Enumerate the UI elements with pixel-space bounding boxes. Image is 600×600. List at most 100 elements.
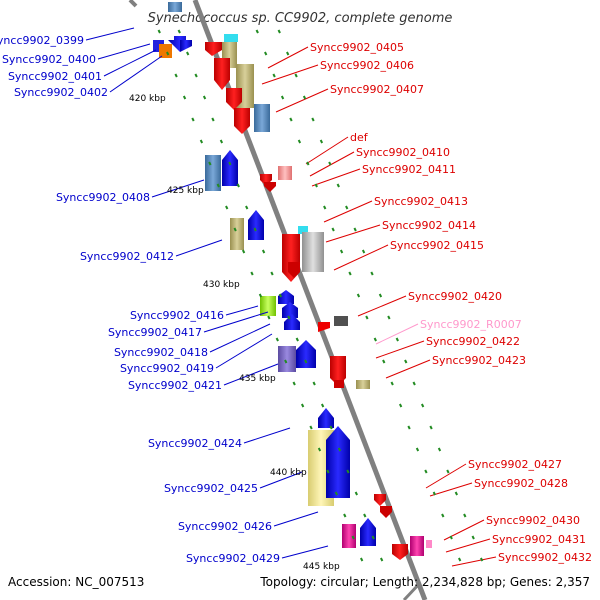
gene-block-0406a[interactable] — [214, 58, 230, 90]
tick-dot — [463, 513, 467, 518]
right-connector-syncc9902-0422 — [375, 340, 425, 359]
scale-label-440-kbp: 440 kbp — [270, 468, 307, 478]
gene-block-0420[interactable] — [318, 322, 330, 332]
tick-dot — [297, 139, 302, 144]
gene-label-syncc9902-0430[interactable]: Syncc9902_0430 — [486, 514, 580, 527]
tick-dot — [277, 29, 281, 34]
gene-label-syncc9902-0415[interactable]: Syncc9902_0415 — [390, 239, 484, 252]
tick-dot — [275, 337, 279, 342]
gene-label-syncc9902-0426[interactable]: Syncc9902_0426 — [178, 520, 272, 533]
tick-dot — [157, 29, 161, 34]
gene-label-syncc9902-0431[interactable]: Syncc9902_0431 — [492, 533, 586, 546]
gene-label-syncc9902-0419[interactable]: Syncc9902_0419 — [120, 362, 214, 375]
gene-block-0423[interactable] — [356, 380, 370, 389]
scale-label-445-kbp: 445 kbp — [303, 562, 340, 572]
gene-block-0427[interactable] — [374, 494, 386, 506]
gene-block-0401[interactable] — [153, 40, 164, 52]
tick-dot — [320, 403, 325, 408]
gene-label-syncc9902-0408[interactable]: Syncc9902_0408 — [56, 191, 150, 204]
gene-label-syncc9902-0429[interactable]: Syncc9902_0429 — [186, 552, 280, 565]
gene-label-syncc9902-0421[interactable]: Syncc9902_0421 — [128, 379, 222, 392]
left-connector-syncc9902-0426 — [273, 511, 319, 527]
gene-block-0422[interactable] — [330, 356, 346, 386]
gene-label-syncc9902-0417[interactable]: Syncc9902_0417 — [108, 326, 202, 339]
tick-dot — [441, 513, 445, 518]
gene-label-syncc9902-0424[interactable]: Syncc9902_0424 — [148, 437, 242, 450]
gene-label-syncc9902-0420[interactable]: Syncc9902_0420 — [408, 290, 502, 303]
gene-block-0407b[interactable] — [234, 108, 250, 134]
gene-label-syncc9902-0411[interactable]: Syncc9902_0411 — [362, 163, 456, 176]
gene-block-0402b[interactable] — [180, 40, 192, 52]
gene-block-0412[interactable] — [248, 210, 264, 240]
gene-block-0429[interactable] — [360, 518, 376, 546]
gene-label-syncc9902-0405[interactable]: Syncc9902_0405 — [310, 41, 404, 54]
tick-dot — [370, 271, 374, 276]
gene-block-0424[interactable] — [318, 408, 334, 428]
tick-dot — [323, 205, 327, 210]
gene-label-syncc9902-0428[interactable]: Syncc9902_0428 — [474, 477, 568, 490]
right-connector-syncc9902-0405 — [267, 46, 309, 69]
gene-block-0405a[interactable] — [205, 42, 222, 56]
gene-block-0408[interactable] — [222, 150, 238, 186]
tick-dot — [272, 73, 276, 78]
gene-label-syncc9902-0399[interactable]: Syncc9902_0399 — [0, 34, 84, 47]
gene-block-0415b[interactable] — [288, 262, 300, 278]
gene-block-R0007[interactable] — [334, 316, 348, 326]
gene-label-syncc9902-0423[interactable]: Syncc9902_0423 — [432, 354, 526, 367]
gene-block-0422b[interactable] — [334, 380, 344, 388]
gene-block-0416a[interactable] — [278, 290, 294, 304]
gene-label-syncc9902-0427[interactable]: Syncc9902_0427 — [468, 458, 562, 471]
left-connector-syncc9902-0421 — [223, 363, 279, 386]
gene-block-0412a[interactable] — [230, 218, 244, 250]
gene-label-syncc9902-0400[interactable]: Syncc9902_0400 — [2, 53, 96, 66]
gene-block-0414[interactable] — [302, 232, 324, 272]
gene-label-syncc9902-0416[interactable]: Syncc9902_0416 — [130, 309, 224, 322]
tick-dot — [228, 161, 232, 166]
tick-dot — [199, 139, 204, 144]
gene-label-syncc9902-r0007[interactable]: Syncc9902_R0007 — [420, 318, 522, 331]
gene-block-0426[interactable] — [342, 524, 356, 548]
gene-block-0417[interactable] — [282, 302, 298, 318]
gene-block-0425[interactable] — [326, 426, 350, 498]
tick-dot — [343, 513, 347, 518]
gene-label-syncc9902-0418[interactable]: Syncc9902_0418 — [114, 346, 208, 359]
gene-label-syncc9902-0406[interactable]: Syncc9902_0406 — [320, 59, 414, 72]
gene-block-0411[interactable] — [264, 182, 276, 192]
gene-block-cyan-top[interactable] — [224, 34, 238, 42]
gene-block-0419[interactable] — [278, 346, 296, 372]
gene-block-0407a[interactable] — [226, 88, 242, 110]
gene-block-0432[interactable] — [426, 540, 432, 548]
tick-dot — [245, 205, 249, 210]
gene-block-0398[interactable] — [168, 2, 182, 12]
tick-dot — [314, 183, 318, 188]
gene-block-0402[interactable] — [159, 44, 172, 58]
right-connector-syncc9902-0411 — [311, 168, 361, 187]
gene-block-0421[interactable] — [296, 340, 316, 368]
gene-block-0416[interactable] — [260, 296, 276, 316]
gene-label-syncc9902-0432[interactable]: Syncc9902_0432 — [498, 551, 592, 564]
gene-label-def[interactable]: def — [350, 131, 369, 144]
gene-block-0428[interactable] — [380, 506, 392, 518]
tick-dot — [407, 425, 411, 430]
gene-block-0410[interactable] — [278, 166, 292, 180]
gene-block-0418[interactable] — [284, 314, 300, 330]
gene-label-syncc9902-0401[interactable]: Syncc9902_0401 — [8, 70, 102, 83]
tick-dots — [157, 29, 484, 562]
gene-label-syncc9902-0425[interactable]: Syncc9902_0425 — [164, 482, 258, 495]
gene-label-syncc9902-0414[interactable]: Syncc9902_0414 — [382, 219, 476, 232]
right-connector-syncc9902-0407 — [275, 88, 329, 113]
tick-dot — [182, 95, 187, 100]
left-connector-syncc9902-0425 — [259, 471, 303, 489]
gene-block-0413[interactable] — [298, 226, 308, 234]
gene-label-syncc9902-0413[interactable]: Syncc9902_0413 — [374, 195, 468, 208]
tick-dot — [302, 95, 307, 100]
gene-label-syncc9902-0412[interactable]: Syncc9902_0412 — [80, 250, 174, 263]
gene-label-syncc9902-0422[interactable]: Syncc9902_0422 — [426, 335, 520, 348]
gene-block-0407[interactable] — [254, 104, 270, 132]
gene-label-syncc9902-0402[interactable]: Syncc9902_0402 — [14, 86, 108, 99]
gene-label-syncc9902-0410[interactable]: Syncc9902_0410 — [356, 146, 450, 159]
gene-block-0431[interactable] — [410, 536, 424, 556]
gene-label-syncc9902-0407[interactable]: Syncc9902_0407 — [330, 83, 424, 96]
gene-block-0430[interactable] — [392, 544, 408, 560]
tick-dot — [348, 271, 352, 276]
